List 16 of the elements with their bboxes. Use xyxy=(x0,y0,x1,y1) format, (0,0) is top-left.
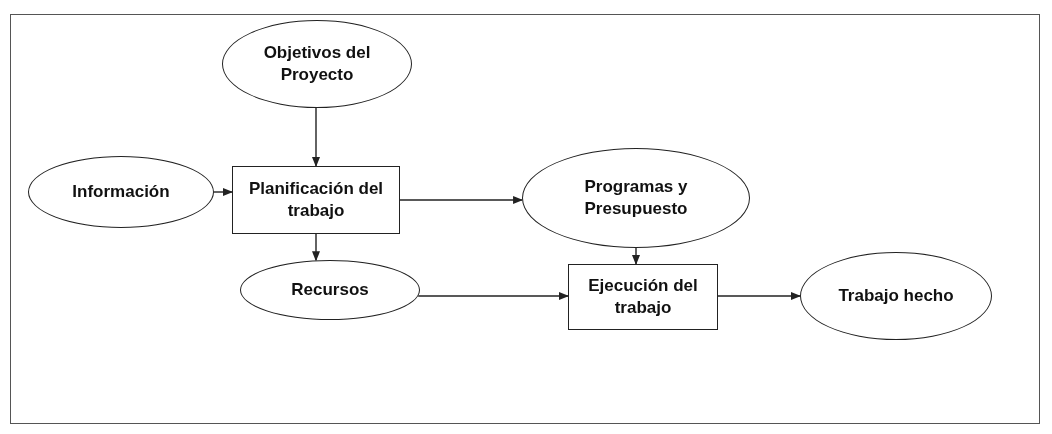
arrow xyxy=(417,292,569,300)
node-label: Recursos xyxy=(291,278,369,301)
process-box xyxy=(568,264,718,330)
arrow xyxy=(632,247,640,265)
node-label: Programas y Presupuesto xyxy=(583,175,689,220)
node-label: Ejecución del trabajo xyxy=(587,274,699,319)
process-box xyxy=(232,166,400,234)
arrow xyxy=(213,188,233,196)
node-label: Planificación del trabajo xyxy=(247,177,385,222)
arrow xyxy=(399,196,524,204)
arrow xyxy=(717,292,801,300)
node-label: Objetivos del Proyecto xyxy=(262,41,372,86)
node-label: Trabajo hecho xyxy=(838,284,954,307)
arrow xyxy=(312,107,320,167)
node-label: Información xyxy=(72,180,170,203)
arrow xyxy=(312,233,320,262)
